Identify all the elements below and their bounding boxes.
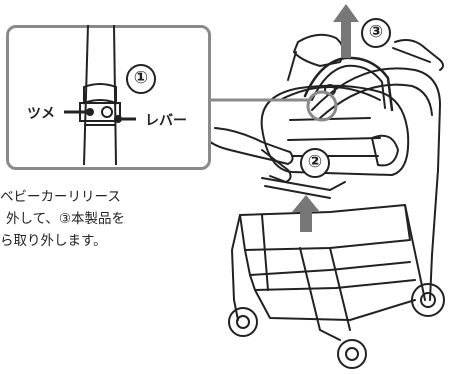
step-2-badge: ②	[300, 148, 330, 178]
instruction-line: ら取り外します。	[0, 233, 107, 249]
instruction-line: 外して、③本製品を	[6, 211, 126, 227]
zoom-circle	[306, 90, 338, 122]
step-1-badge: ①	[126, 64, 156, 94]
lift-arrow-icon	[333, 4, 359, 58]
claw-label: ツメ	[27, 106, 55, 122]
instruction-line: ベビーカーリリース	[0, 189, 121, 205]
lever-label: レバー	[145, 113, 187, 129]
push-arrow-icon	[292, 195, 320, 232]
detail-callout: ツメ レバー ①	[6, 25, 211, 170]
step-3-badge: ③	[361, 18, 391, 48]
instruction-text: ベビーカーリリース 外して、③本製品を ら取り外します。	[0, 186, 190, 252]
lever-detail-illustration	[64, 25, 136, 166]
